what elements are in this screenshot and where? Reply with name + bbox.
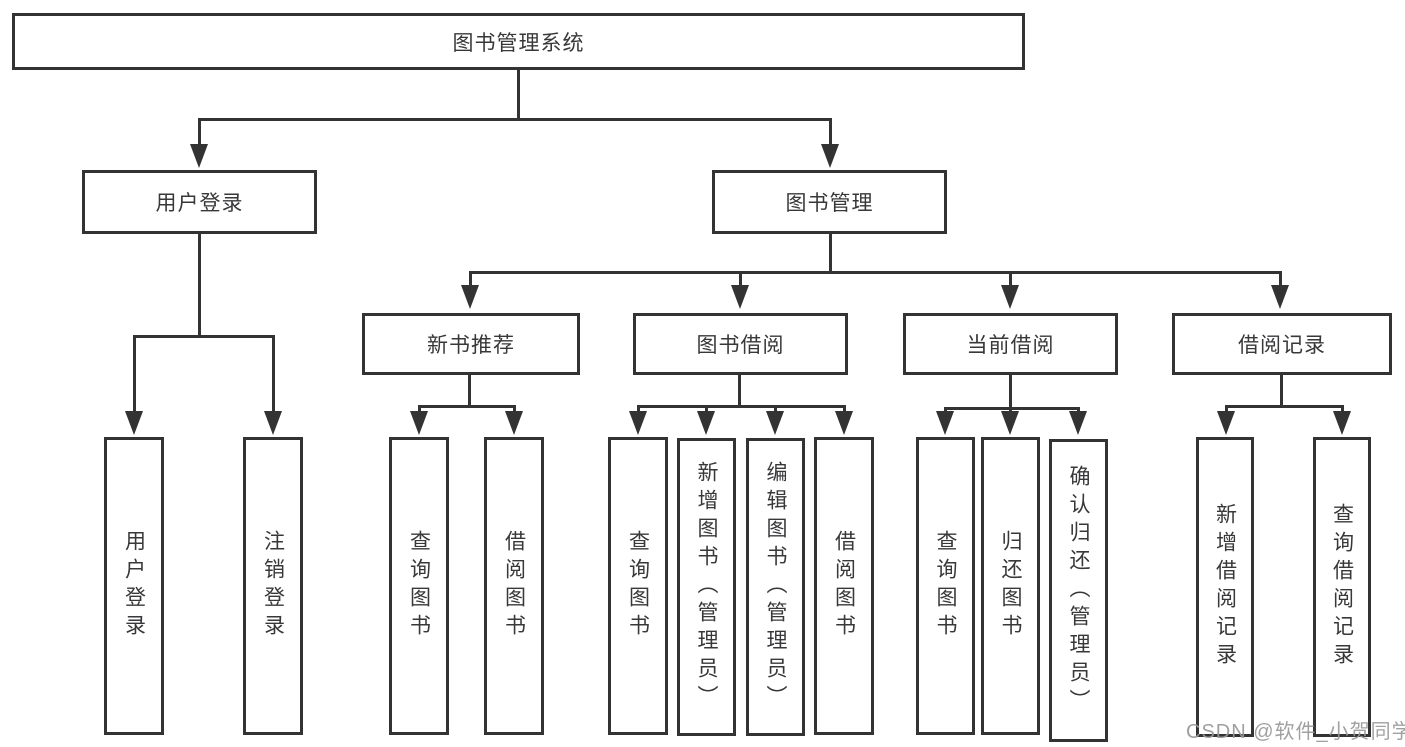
connector-line bbox=[517, 69, 520, 121]
arrow-down-icon bbox=[731, 285, 749, 309]
connector-line bbox=[468, 375, 471, 407]
arrow-down-icon bbox=[821, 144, 839, 168]
node-label: 查询图书 bbox=[934, 530, 957, 642]
leaf-logout: 注销登录 bbox=[243, 437, 303, 735]
node-label: 借阅图书 bbox=[832, 530, 856, 642]
connector-line bbox=[843, 405, 846, 415]
arrow-down-icon bbox=[1217, 411, 1235, 435]
arrow-down-icon bbox=[1001, 285, 1019, 309]
arrow-down-icon bbox=[629, 411, 647, 435]
arrow-down-icon bbox=[766, 411, 784, 435]
node-label: 新增借阅记录 bbox=[1213, 503, 1237, 671]
arrow-down-icon bbox=[697, 411, 715, 435]
connector-line bbox=[1341, 405, 1344, 415]
leaf-confirm-return-admin: 确认归还（管理员） bbox=[1049, 439, 1108, 742]
connector-line bbox=[829, 233, 832, 273]
node-label: 图书管理系统 bbox=[452, 31, 585, 55]
node-label: 确认归还（管理员） bbox=[1067, 464, 1090, 717]
arrow-down-icon bbox=[936, 411, 954, 435]
leaf-return-books: 归还图书 bbox=[981, 437, 1040, 735]
connector-line bbox=[418, 405, 516, 408]
leaf-borrow-books-recommend: 借阅图书 bbox=[484, 437, 544, 735]
node-label: 图书借阅 bbox=[696, 334, 785, 357]
node-new-book-recommend: 新书推荐 bbox=[362, 313, 580, 375]
connector-line bbox=[513, 405, 516, 415]
connector-line bbox=[469, 271, 1282, 274]
connector-line bbox=[944, 407, 1080, 410]
connector-line bbox=[1225, 405, 1344, 408]
connector-line bbox=[738, 375, 741, 407]
connector-line bbox=[272, 335, 275, 413]
csdn-watermark: CSDN @软件_小贺同学 bbox=[1186, 721, 1405, 743]
connector-line bbox=[133, 335, 136, 413]
connector-line bbox=[1279, 271, 1282, 287]
connector-line bbox=[739, 271, 742, 287]
arrow-down-icon bbox=[1333, 411, 1351, 435]
node-label: 查询借阅记录 bbox=[1330, 503, 1354, 671]
connector-line bbox=[198, 233, 201, 337]
connector-line bbox=[829, 118, 832, 146]
connector-line bbox=[637, 405, 846, 408]
leaf-add-books-admin: 新增图书（管理员） bbox=[677, 438, 736, 736]
node-current-borrowing: 当前借阅 bbox=[903, 313, 1118, 375]
node-label: 查询图书 bbox=[626, 530, 650, 642]
arrow-down-icon bbox=[505, 411, 523, 435]
arrow-down-icon bbox=[410, 411, 428, 435]
node-book-borrowing: 图书借阅 bbox=[633, 313, 848, 375]
node-label: 归还图书 bbox=[999, 530, 1022, 642]
connector-line bbox=[469, 271, 472, 287]
connector-line bbox=[774, 405, 777, 415]
leaf-query-books-borrowing: 查询图书 bbox=[608, 437, 668, 735]
connector-line bbox=[418, 405, 421, 415]
connector-line bbox=[133, 335, 275, 338]
arrow-down-icon bbox=[125, 411, 143, 435]
node-label: 新书推荐 bbox=[427, 334, 515, 357]
node-borrowing-records: 借阅记录 bbox=[1172, 313, 1392, 375]
leaf-add-borrow-record: 新增借阅记录 bbox=[1196, 437, 1254, 737]
connector-line bbox=[1009, 271, 1012, 287]
arrow-down-icon bbox=[190, 144, 208, 168]
connector-line bbox=[1280, 375, 1283, 407]
node-label: 注销登录 bbox=[261, 530, 285, 642]
node-book-management: 图书管理 bbox=[712, 170, 947, 234]
leaf-query-books-current: 查询图书 bbox=[916, 437, 975, 735]
node-label: 编辑图书（管理员） bbox=[764, 461, 787, 713]
arrow-down-icon bbox=[1001, 411, 1019, 435]
connector-line bbox=[198, 118, 201, 146]
leaf-borrow-books: 借阅图书 bbox=[814, 437, 874, 735]
arrow-down-icon bbox=[264, 411, 282, 435]
node-label: 借阅记录 bbox=[1238, 334, 1326, 357]
node-label: 查询图书 bbox=[407, 530, 431, 642]
arrow-down-icon bbox=[1069, 411, 1087, 435]
leaf-query-borrow-record: 查询借阅记录 bbox=[1313, 437, 1371, 737]
node-user-login: 用户登录 bbox=[82, 170, 317, 234]
connector-line bbox=[198, 118, 831, 121]
leaf-query-books-recommend: 查询图书 bbox=[389, 437, 449, 735]
node-library-management-system: 图书管理系统 bbox=[12, 13, 1025, 70]
connector-line bbox=[705, 405, 708, 415]
node-label: 新增图书（管理员） bbox=[695, 461, 718, 713]
arrow-down-icon bbox=[461, 285, 479, 309]
node-label: 用户登录 bbox=[155, 192, 244, 215]
connector-line bbox=[1225, 405, 1228, 415]
arrow-down-icon bbox=[1271, 285, 1289, 309]
connector-line bbox=[637, 405, 640, 415]
node-label: 借阅图书 bbox=[502, 530, 526, 642]
leaf-edit-books-admin: 编辑图书（管理员） bbox=[746, 438, 805, 736]
node-label: 用户登录 bbox=[122, 530, 146, 642]
leaf-user-login: 用户登录 bbox=[104, 437, 164, 735]
node-label: 当前借阅 bbox=[966, 334, 1055, 357]
connector-line bbox=[1009, 375, 1012, 409]
arrow-down-icon bbox=[835, 411, 853, 435]
node-label: 图书管理 bbox=[785, 192, 874, 215]
